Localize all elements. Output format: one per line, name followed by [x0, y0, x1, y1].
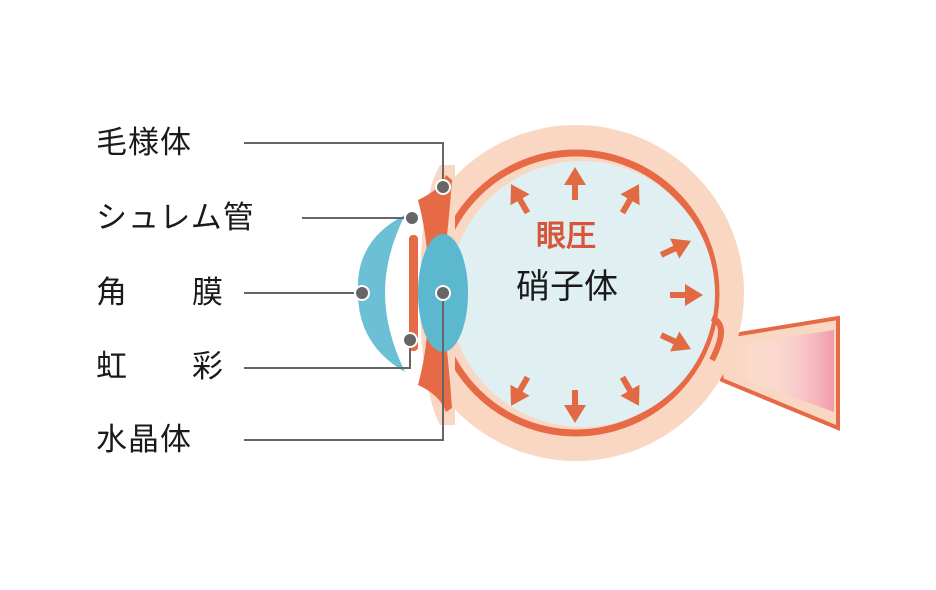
- pressure-arrow-head: [620, 184, 640, 206]
- label-cornea: 角 膜: [96, 278, 224, 309]
- label-schlemm-canal: シュレム管: [96, 200, 255, 236]
- optic-disc: [709, 315, 724, 362]
- vitreous-body: [449, 161, 715, 427]
- leader-lines: [244, 142, 444, 441]
- iris: [409, 235, 418, 351]
- pressure-arrow-head: [564, 405, 586, 423]
- label-lens: 水晶体: [96, 422, 192, 458]
- pressure-arrows: [510, 167, 703, 423]
- pressure-arrow-head: [670, 331, 692, 352]
- cornea: [357, 215, 405, 372]
- pressure-arrow-head: [510, 384, 530, 406]
- label-iris-part-2: 彩: [192, 349, 224, 385]
- pressure-arrow-head: [510, 184, 530, 206]
- pressure-arrow-head: [685, 284, 703, 306]
- label-cornea-part-1: 角: [96, 275, 128, 311]
- pressure-arrow-head: [670, 238, 692, 259]
- label-vitreous-body: 硝子体: [516, 267, 618, 307]
- pressure-arrow-head: [564, 167, 586, 185]
- optic-nerve-core: [740, 330, 834, 412]
- label-ciliary-body: 毛様体: [96, 125, 192, 161]
- label-iris: 虹 彩: [96, 352, 224, 383]
- label-intraocular-pressure: 眼圧: [536, 219, 596, 254]
- label-cornea-part-2: 膜: [192, 275, 224, 311]
- leader-dots: [354, 179, 451, 348]
- pressure-arrow-head: [620, 384, 640, 406]
- label-iris-part-1: 虹: [96, 349, 128, 385]
